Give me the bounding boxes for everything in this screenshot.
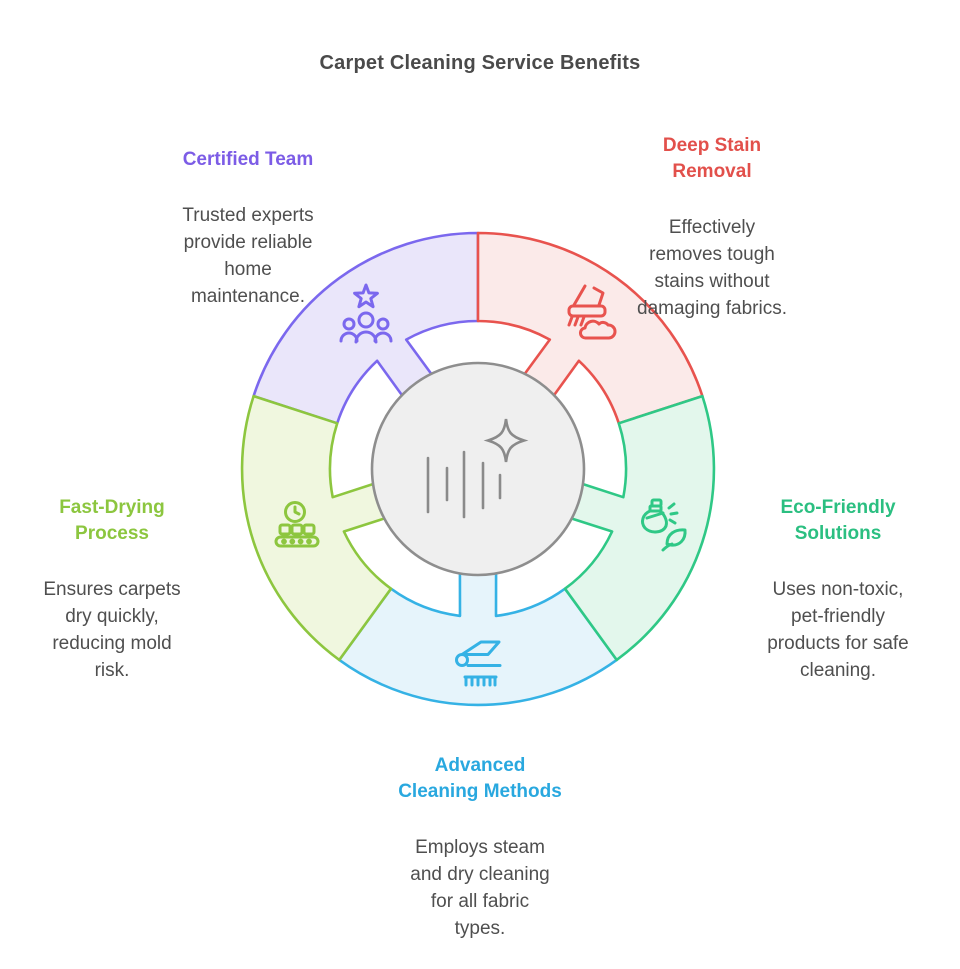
sparkle-carpet-fibers-icon xyxy=(426,418,529,519)
eco-spray-leaf-icon xyxy=(641,498,687,552)
segment-label: Deep Stain Removal xyxy=(662,135,762,182)
segment-advanced-cleaning-methods xyxy=(338,561,618,707)
diagram-title: Carpet Cleaning Service Benefits xyxy=(319,52,641,74)
segment-text-fast-drying-process: Fast-Drying Process Ensures carpets dry … xyxy=(4,468,220,711)
segment-text-advanced-cleaning-methods: Advanced Cleaning Methods Employs steam … xyxy=(330,726,630,969)
center-circle xyxy=(370,361,586,577)
steam-cleaner-icon xyxy=(455,640,502,687)
segment-deep-stain-removal xyxy=(476,231,704,425)
segment-text-eco-friendly-solutions: Eco-Friendly Solutions Uses non-toxic, p… xyxy=(722,468,954,711)
segment-description: Trusted experts provide reliable home ma… xyxy=(182,205,314,307)
segment-fast-drying-process xyxy=(240,394,397,662)
segment-description: Effectively removes tough stains without… xyxy=(637,217,787,319)
segment-eco-friendly-solutions xyxy=(559,394,716,662)
segment-text-certified-team: Certified Team Trusted experts provide r… xyxy=(118,120,378,337)
segment-label: Eco-Friendly Solutions xyxy=(780,497,896,544)
scrub-brush-stain-icon xyxy=(567,284,617,340)
segment-label: Certified Team xyxy=(182,149,314,170)
segment-text-deep-stain-removal: Deep Stain Removal Effectively removes t… xyxy=(590,106,834,349)
team-star-icon xyxy=(339,283,393,344)
segment-description: Ensures carpets dry quickly, reducing mo… xyxy=(43,579,181,681)
donut-segments xyxy=(240,231,716,707)
segment-label: Advanced Cleaning Methods xyxy=(398,755,562,802)
clock-conveyor-icon xyxy=(274,501,320,548)
segment-description: Employs steam and dry cleaning for all f… xyxy=(410,837,550,939)
segment-description: Uses non-toxic, pet-friendly products fo… xyxy=(767,579,909,681)
donut-diagram xyxy=(240,231,716,707)
segment-label: Fast-Drying Process xyxy=(59,497,165,544)
sparkle-icon xyxy=(483,418,529,463)
